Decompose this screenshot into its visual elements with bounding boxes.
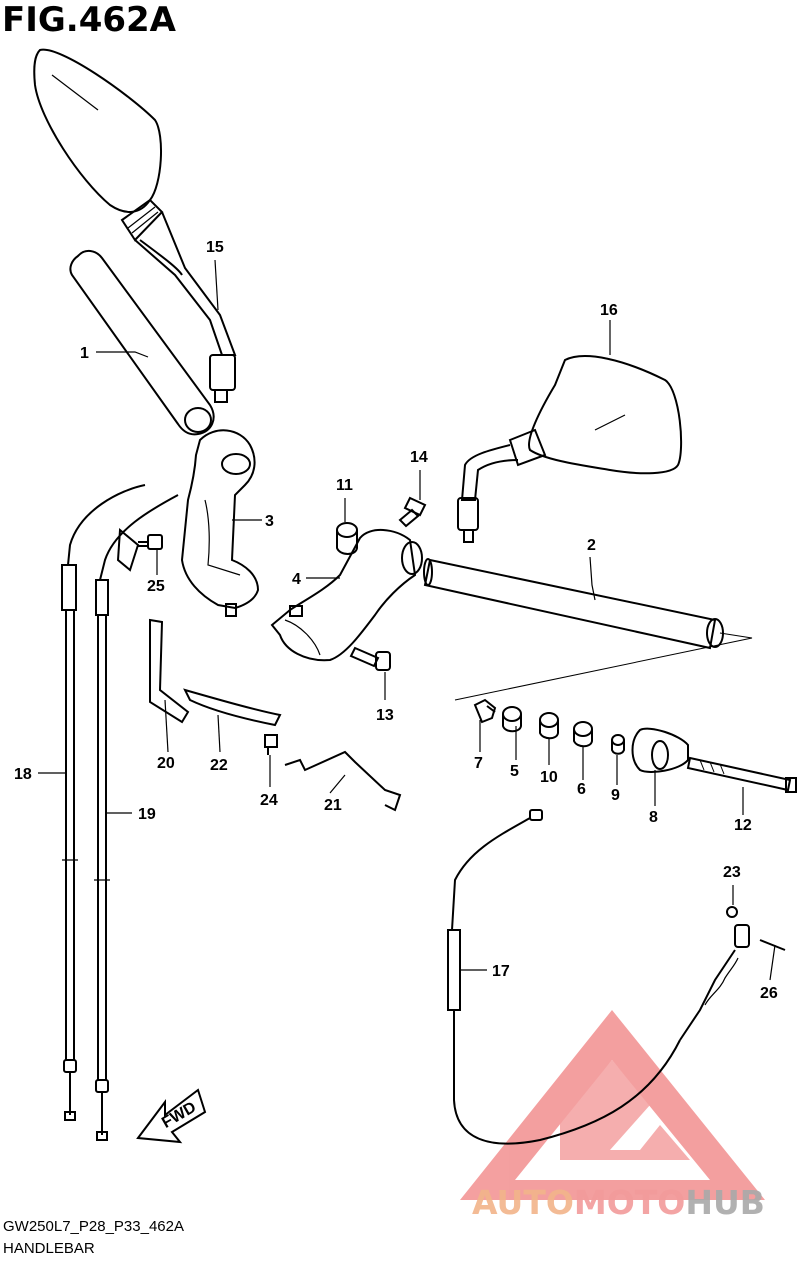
lower-bolt: [349, 646, 391, 671]
callout-12: 12: [734, 817, 752, 834]
section-name: HANDLEBAR: [3, 1240, 95, 1257]
bar-end-assembly: [473, 698, 797, 793]
leader-lines: [38, 259, 776, 981]
callout-18: 18: [14, 766, 32, 783]
fwd-arrow: FWD: [136, 1088, 207, 1144]
model-code: GW250L7_P28_P33_462A: [3, 1218, 184, 1235]
callout-20: 20: [157, 755, 175, 772]
callout-9: 9: [611, 787, 620, 804]
upper-bolt: [398, 496, 427, 528]
callout-3: 3: [265, 513, 274, 530]
callout-4: 4: [292, 571, 301, 588]
left-handlebar-holder: [180, 429, 260, 617]
handlebar-pipe: [423, 558, 753, 701]
watermark-auto: AUTO: [472, 1183, 574, 1222]
clutch-cable: [447, 809, 786, 1145]
brackets-and-clamps: [149, 618, 402, 812]
callout-5: 5: [510, 763, 519, 780]
callout-21: 21: [324, 797, 342, 814]
svg-text:AUTOMOTOHUB: AUTOMOTOHUB: [472, 1183, 765, 1222]
callout-2: 2: [587, 537, 596, 554]
callout-25: 25: [147, 578, 165, 595]
callout-11: 11: [336, 477, 353, 494]
right-handlebar-holder: [270, 529, 423, 662]
callout-13: 13: [376, 707, 394, 724]
callout-10: 10: [540, 769, 558, 786]
watermark-text: AUTOMOTOHUB: [472, 1183, 765, 1222]
figure-title: FIG.462A: [2, 0, 176, 40]
callout-16: 16: [600, 302, 618, 319]
callout-23: 23: [723, 864, 741, 881]
watermark-logo: [460, 1010, 765, 1200]
cable-bolt: [138, 534, 163, 550]
callout-6: 6: [577, 781, 586, 798]
left-grip: [69, 250, 215, 436]
watermark-moto: MOTO: [574, 1183, 685, 1222]
callout-19: 19: [138, 806, 156, 823]
callout-24: 24: [260, 792, 278, 809]
callout-15: 15: [206, 239, 224, 256]
callout-26: 26: [760, 985, 778, 1002]
watermark-hub: HUB: [685, 1183, 765, 1222]
right-mirror: [457, 355, 683, 543]
callout-8: 8: [649, 809, 658, 826]
callout-22: 22: [210, 757, 228, 774]
callout-1: 1: [80, 345, 89, 362]
callout-numbers: 1 2 3 4 5 6 7 8 9 10 11 12 13 14 15 16 1…: [14, 239, 778, 1002]
throttle-cables: [61, 484, 179, 1141]
left-mirror: [33, 48, 237, 403]
callout-14: 14: [410, 449, 428, 466]
holder-cushion: [336, 522, 358, 555]
callout-17: 17: [492, 963, 510, 980]
callout-7: 7: [474, 755, 483, 772]
